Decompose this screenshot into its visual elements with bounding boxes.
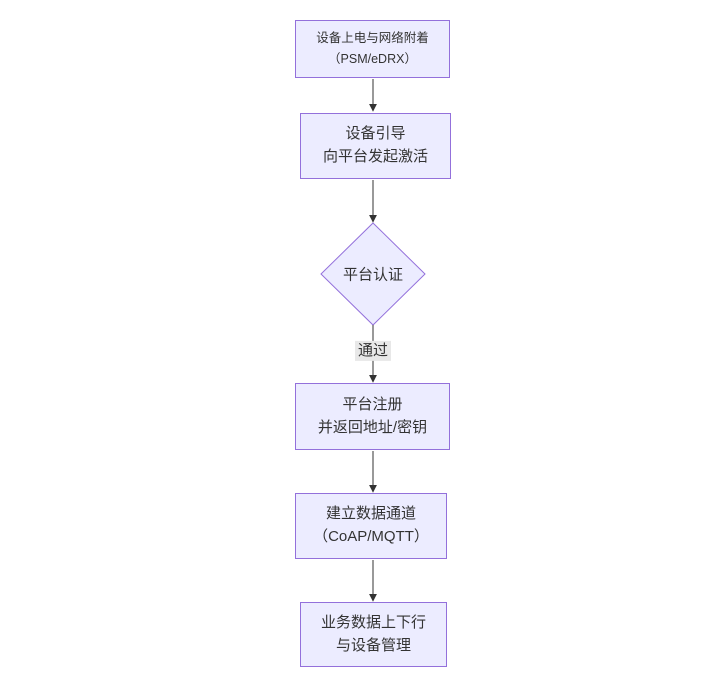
node-data-channel-line1: 建立数据通道 [325, 505, 416, 523]
node-register-line2: 并返回地址/密钥 [317, 418, 428, 436]
node-business-data-line1: 业务数据上下行 [320, 613, 426, 631]
node-power-attach-line2: （PSM/eDRX） [328, 52, 417, 66]
node-register: 平台注册 并返回地址/密钥 [295, 383, 450, 450]
node-data-channel: 建立数据通道 （CoAP/MQTT） [295, 493, 447, 559]
node-bootstrap-line2: 向平台发起激活 [322, 148, 428, 165]
decision-platform-auth-label: 平台认证 [342, 266, 404, 284]
node-business-data-line2: 与设备管理 [335, 636, 411, 654]
node-business-data: 业务数据上下行 与设备管理 [300, 602, 447, 667]
edge-label-pass: 通过 [354, 340, 392, 362]
node-bootstrap-line1: 设备引导 [345, 125, 406, 143]
node-bootstrap: 设备引导 向平台发起激活 [300, 113, 451, 179]
node-data-channel-line2: （CoAP/MQTT） [313, 528, 429, 545]
node-register-line1: 平台注册 [342, 395, 403, 413]
node-power-attach: 设备上电与网络附着 （PSM/eDRX） [295, 20, 450, 78]
node-power-attach-line1: 设备上电与网络附着 [316, 31, 429, 45]
